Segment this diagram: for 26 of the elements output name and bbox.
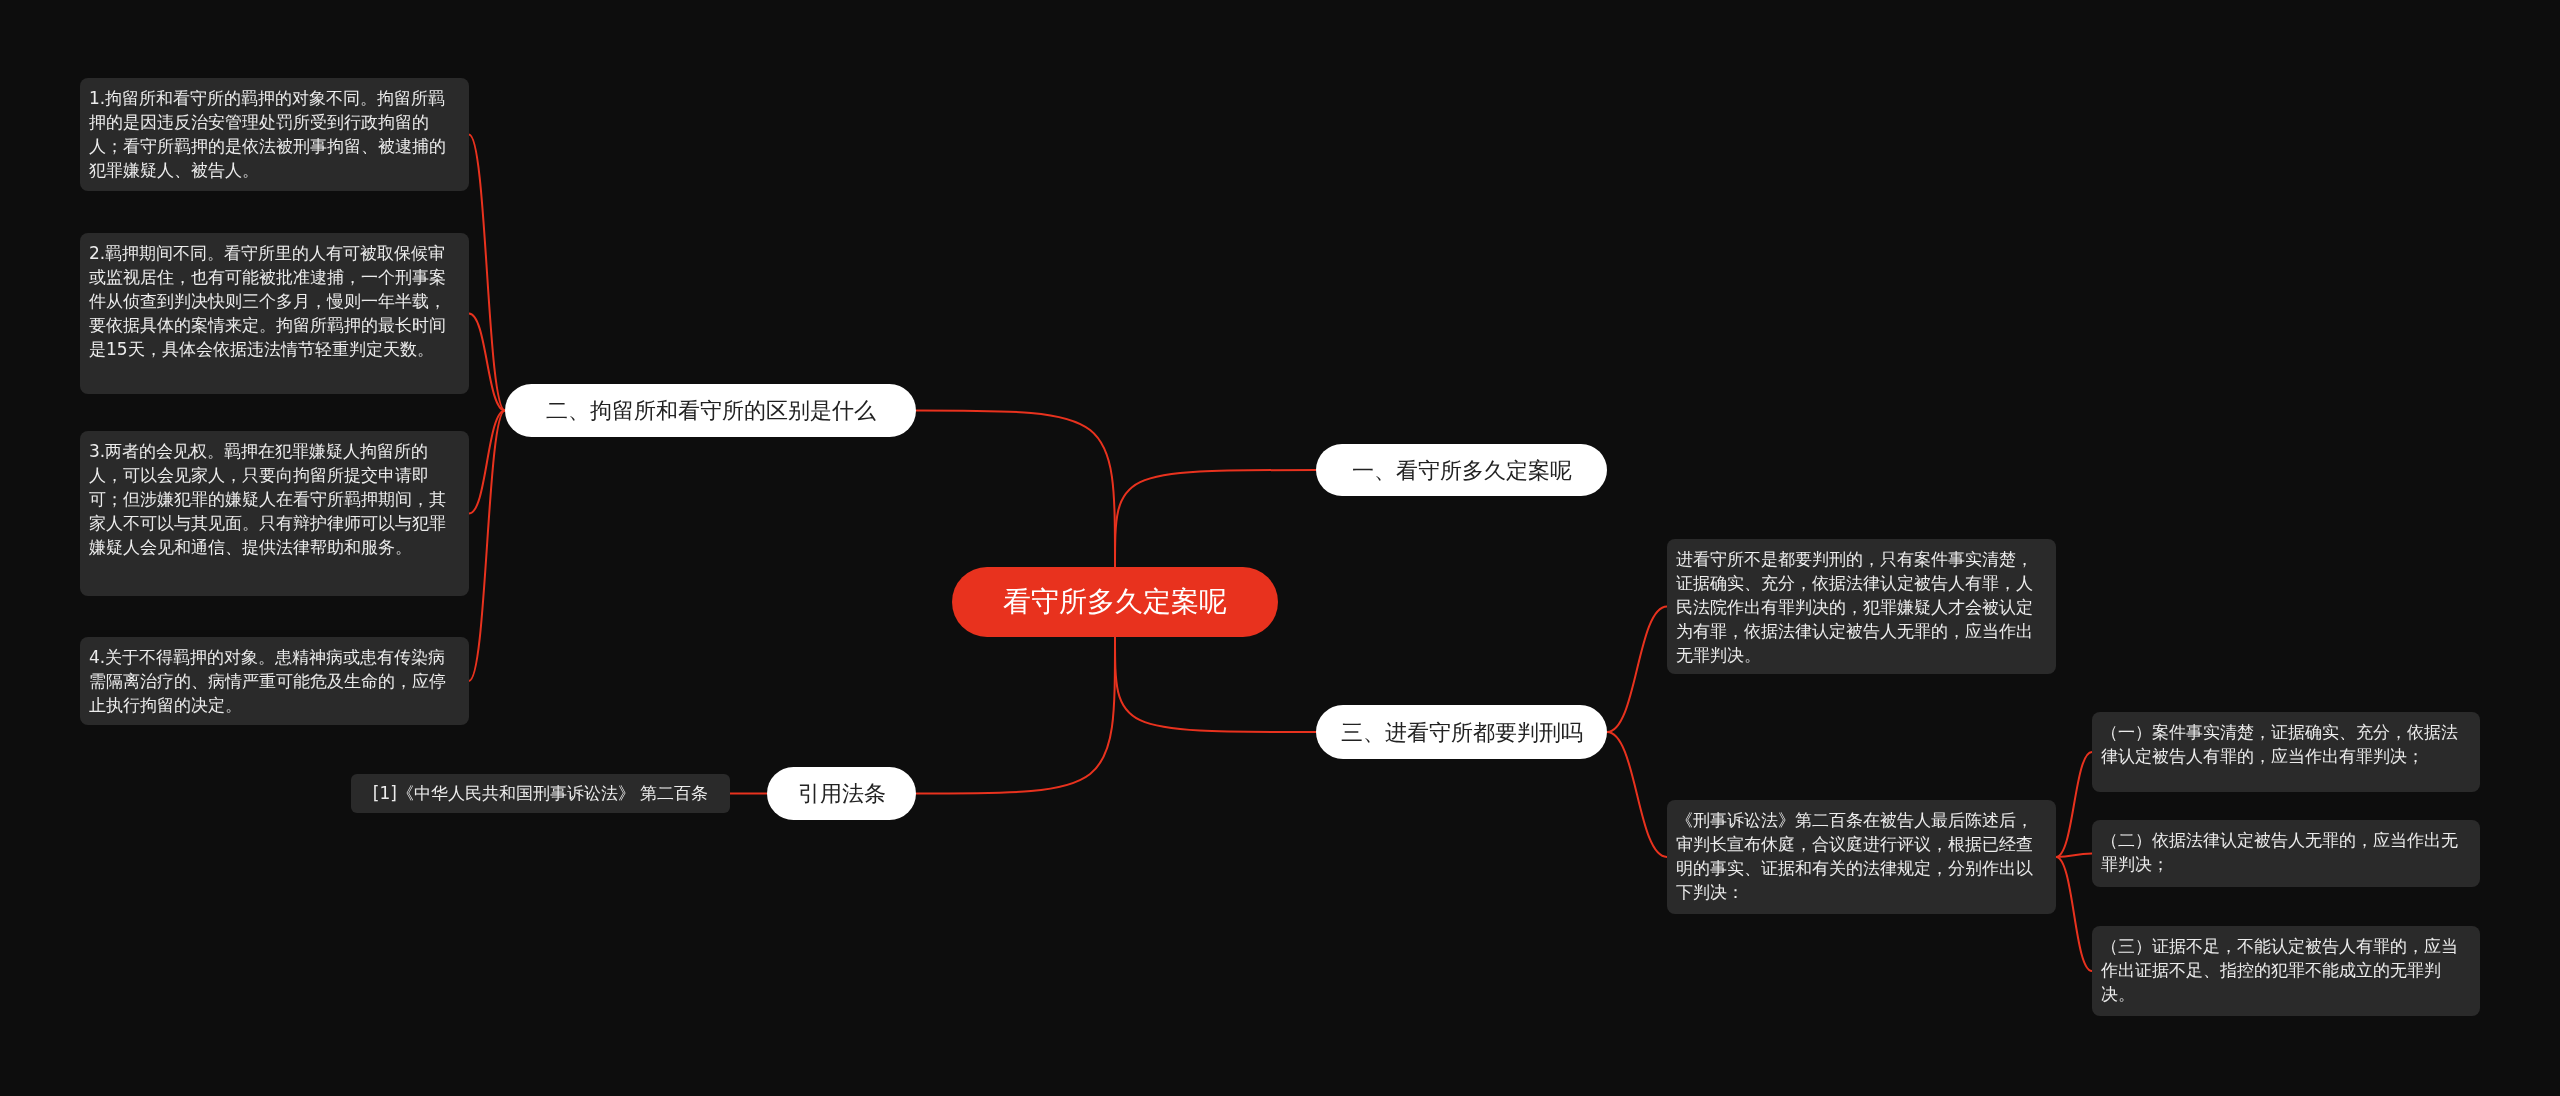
note-card: 3.两者的会见权。羁押在犯罪嫌疑人拘留所的人，可以会见家人，只要向拘留所提交申请即可；但涉嫌犯罪的嫌疑人在看守所羁押期间，其家人不可以与其见面。只有辩护律师可以与犯罪嫌疑人会见和通信、提供法律帮助和服务。: [80, 431, 469, 596]
note-card: （二）依据法律认定被告人无罪的，应当作出无罪判决；: [2092, 820, 2480, 887]
note-card: （一）案件事实清楚，证据确实、充分，依据法律认定被告人有罪的，应当作出有罪判决；: [2092, 712, 2480, 792]
note-card: 2.羁押期间不同。看守所里的人有可被取保候审或监视居住，也有可能被批准逮捕，一个刑事案件从侦查到判决快则三个多月，慢则一年半载，要依据具体的案情来定。拘留所羁押的最长时间是15天，具体会依据违法情节轻重判定天数。: [80, 233, 469, 394]
central-topic: 看守所多久定案呢: [952, 567, 1278, 637]
topic-pill: 二、拘留所和看守所的区别是什么: [505, 384, 916, 437]
connector-line: [2055, 856, 2093, 972]
topic-pill: 一、看守所多久定案呢: [1316, 444, 1607, 496]
connector-line: [1606, 731, 1668, 858]
note-card: （三）证据不足，不能认定被告人有罪的，应当作出证据不足、指控的犯罪不能成立的无罪判决。: [2092, 926, 2480, 1016]
connector-line: [468, 409, 506, 682]
note-card: 4.关于不得羁押的对象。患精神病或患有传染病需隔离治疗的、病情严重可能危及生命的，应停止执行拘留的决定。: [80, 637, 469, 725]
note-card: 《刑事诉讼法》第二百条在被告人最后陈述后，审判长宣布休庭，合议庭进行评议，根据已经查明的事实、证据和有关的法律规定，分别作出以下判决：: [1667, 800, 2056, 914]
note-card: 1.拘留所和看守所的羁押的对象不同。拘留所羁押的是因违反治安管理处罚所受到行政拘留的人；看守所羁押的是依法被刑事拘留、被逮捕的犯罪嫌疑人、被告人。: [80, 78, 469, 191]
topic-pill: 引用法条: [767, 767, 916, 820]
connector-line: [468, 133, 506, 412]
topic-pill: 三、进看守所都要判刑吗: [1316, 705, 1607, 759]
connector-line: [2055, 751, 2093, 858]
connector-line: [468, 409, 506, 515]
connector-line: [468, 312, 506, 412]
connector-line: [2055, 852, 2093, 858]
connector-line: [729, 792, 768, 795]
note-card: 进看守所不是都要判刑的，只有案件事实清楚，证据确实、充分，依据法律认定被告人有罪，人民法院作出有罪判决的，犯罪嫌疑人才会被认定为有罪，依据法律认定被告人无罪的，应当作出无罪判决。: [1667, 539, 2056, 674]
connector-line: [1114, 469, 1317, 568]
note-card: [1]《中华人民共和国刑事诉讼法》 第二百条: [351, 774, 730, 813]
connector-line: [915, 636, 1116, 795]
